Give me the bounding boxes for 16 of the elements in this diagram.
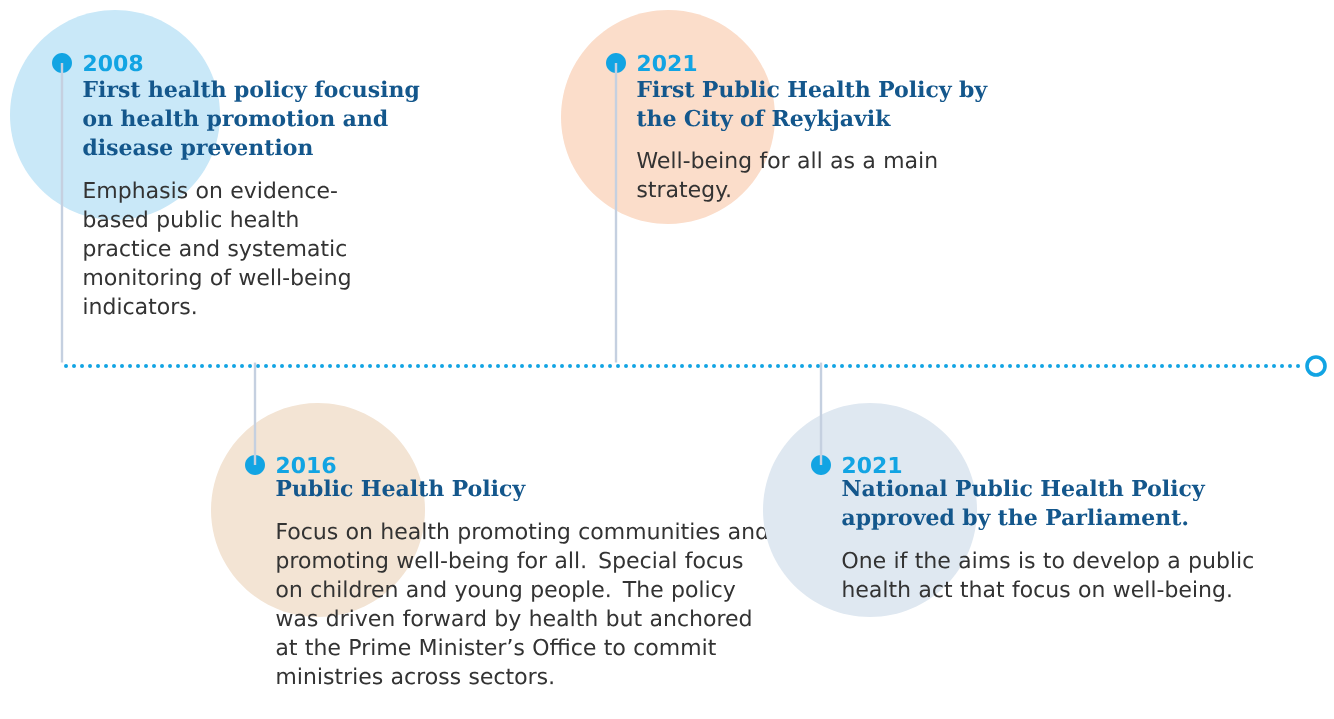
year-label: 2016 — [277, 456, 336, 474]
year-label: 2021 — [843, 456, 902, 474]
timeline — [64, 355, 1327, 377]
event-description: One if the aims is to develop a public health act that focus on well-being. — [842, 551, 1253, 602]
event-title: First Public Health Policy by the City of Reykjavik — [636, 80, 988, 131]
connector-line — [819, 362, 823, 465]
event-title: Public Health Policy — [276, 479, 526, 501]
connector-line — [614, 63, 618, 363]
year-label: 2008 — [84, 54, 143, 72]
event-description: Emphasis on evidence-based public health practice and systematic monitoring of well-being indicators. — [84, 181, 350, 315]
connector-line — [253, 362, 257, 465]
event-description: Well-being for all as a main strategy. — [637, 151, 937, 202]
event-title: First health policy focusing on health promotion and disease prevention — [83, 80, 420, 160]
event-title: National Public Health Policy approved by the Parliament. — [842, 479, 1206, 530]
year-label: 2021 — [638, 54, 697, 72]
connector-line — [60, 63, 64, 363]
